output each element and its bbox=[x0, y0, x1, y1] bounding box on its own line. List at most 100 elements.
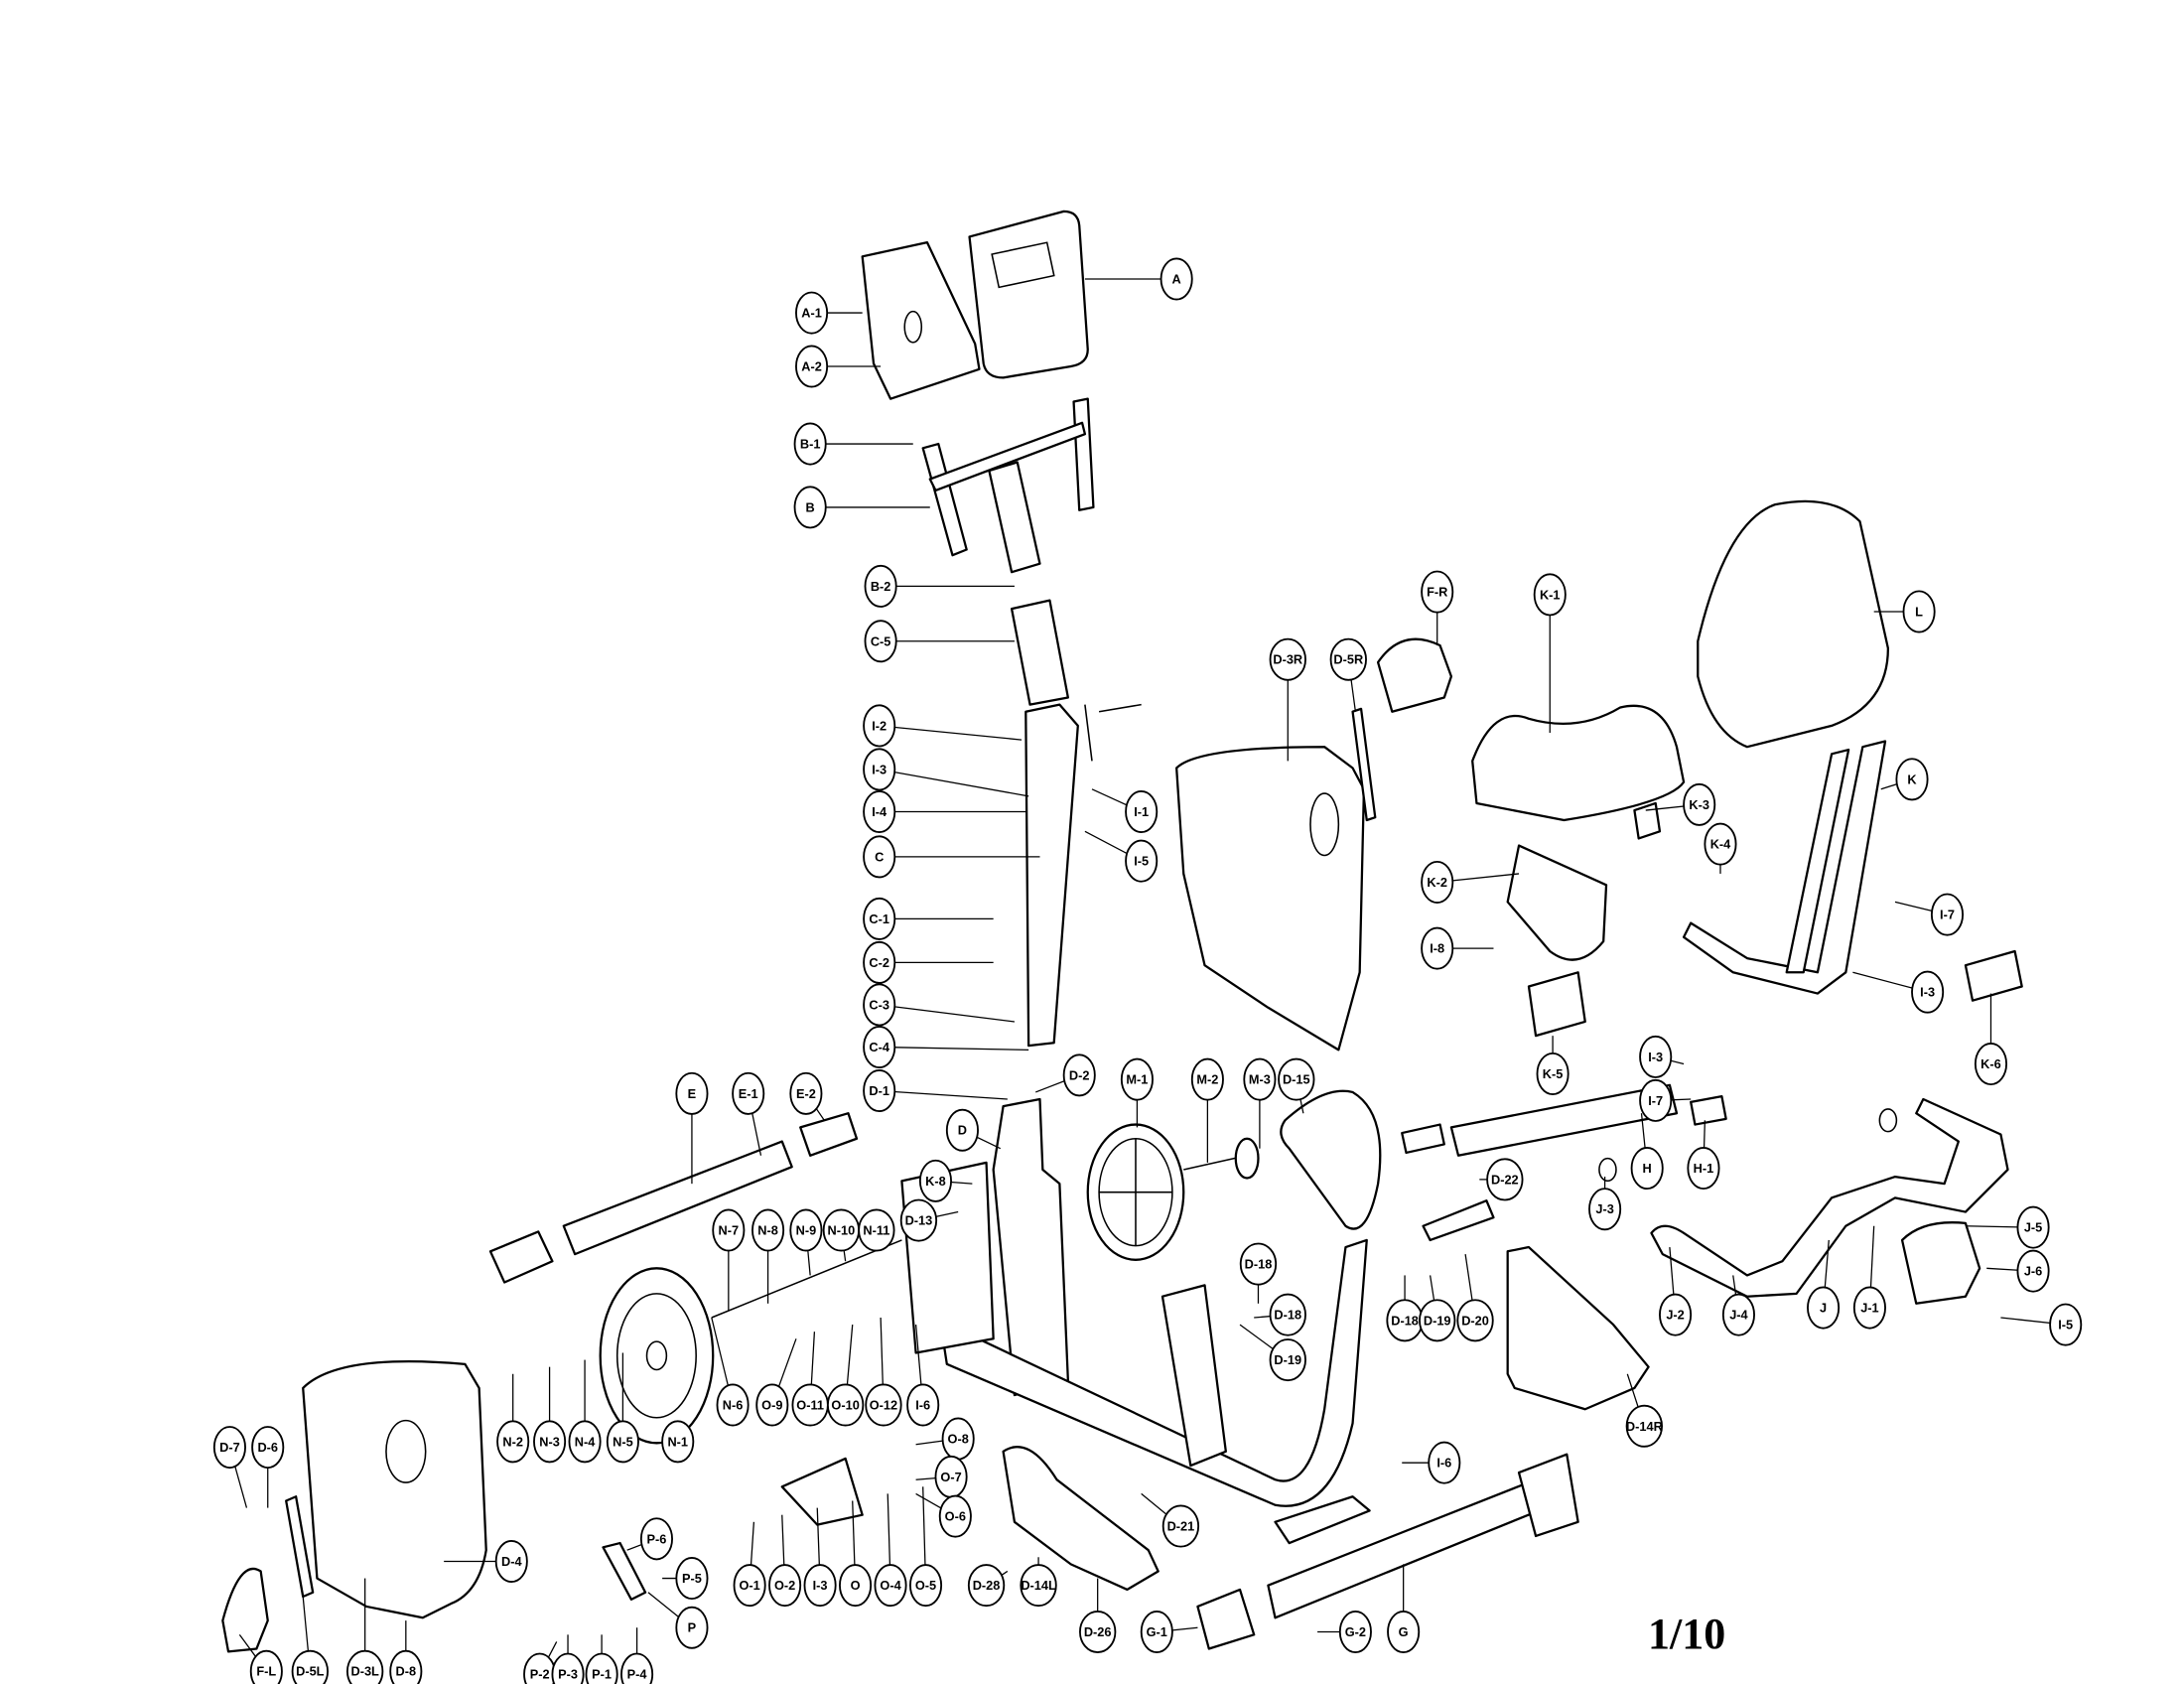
callout-label: C-5 bbox=[871, 633, 891, 648]
callout-d-20: D-20 bbox=[1456, 1299, 1494, 1342]
callout-p: P bbox=[675, 1606, 709, 1649]
callout-o-11: O-11 bbox=[791, 1383, 829, 1427]
callout-circle bbox=[1419, 1299, 1456, 1342]
callout-circle bbox=[751, 1208, 785, 1252]
callout-k-1: K-1 bbox=[1533, 573, 1567, 617]
callout-label: N-2 bbox=[502, 1434, 523, 1449]
callout-label: K-2 bbox=[1427, 875, 1447, 890]
callout-o-9: O-9 bbox=[755, 1383, 789, 1427]
callout-label: D-7 bbox=[219, 1440, 240, 1455]
callout-circle bbox=[1140, 1610, 1173, 1653]
callout-i-7: I-7 bbox=[1639, 1078, 1673, 1122]
callout-label: K-3 bbox=[1689, 797, 1709, 812]
callout-j-6: J-6 bbox=[2016, 1249, 2050, 1293]
callout-circle bbox=[1125, 839, 1159, 883]
callout-circle bbox=[908, 1564, 943, 1608]
callout-b-2: B-2 bbox=[864, 564, 897, 608]
callout-label: D-6 bbox=[257, 1440, 278, 1455]
callout-circle bbox=[620, 1652, 654, 1684]
callout-d-13: D-13 bbox=[899, 1198, 938, 1242]
front-stabilizer-part bbox=[562, 1140, 793, 1256]
callout-label: D-1 bbox=[869, 1083, 889, 1098]
callout-label: K-1 bbox=[1540, 587, 1561, 602]
callout-circle bbox=[1125, 789, 1159, 833]
callout-o-10: O-10 bbox=[826, 1383, 865, 1427]
callout-label: P-6 bbox=[647, 1531, 667, 1546]
callout-i-5: I-5 bbox=[2049, 1303, 2083, 1346]
callout-label: O-4 bbox=[880, 1578, 901, 1593]
callout-label: N-5 bbox=[613, 1434, 633, 1449]
callout-d-19: D-19 bbox=[1419, 1299, 1456, 1342]
callout-label: K bbox=[1907, 772, 1917, 786]
callout-circle bbox=[661, 1420, 695, 1464]
callout-label: D-5L bbox=[296, 1664, 325, 1679]
callout-n-9: N-9 bbox=[789, 1208, 823, 1252]
callout-label: I-6 bbox=[915, 1397, 930, 1412]
callout-c-2: C-2 bbox=[863, 940, 896, 984]
callout-o-8: O-8 bbox=[941, 1417, 975, 1461]
callout-circle bbox=[795, 345, 829, 388]
callout-label: F-L bbox=[256, 1664, 276, 1679]
callout-label: I-7 bbox=[1940, 908, 1955, 922]
callout-d-14l: D-14L bbox=[1020, 1564, 1057, 1608]
callout-circle bbox=[1536, 1052, 1570, 1095]
callout-label: N-1 bbox=[667, 1434, 688, 1449]
callout-label: D-3L bbox=[350, 1664, 379, 1679]
callout-label: P-1 bbox=[592, 1667, 612, 1682]
callout-k-4: K-4 bbox=[1704, 822, 1737, 866]
leader-line bbox=[879, 769, 1029, 797]
callout-circle bbox=[1630, 1147, 1664, 1191]
callout-circle bbox=[839, 1564, 873, 1608]
callout-circle bbox=[551, 1652, 585, 1684]
rear-cover-part bbox=[1002, 1446, 1160, 1592]
seat-rail-part bbox=[1449, 1083, 1679, 1157]
callout-j-5: J-5 bbox=[2016, 1205, 2050, 1249]
callout-label: J bbox=[1820, 1301, 1827, 1316]
callout-n-11: N-11 bbox=[858, 1208, 895, 1252]
callout-circle bbox=[918, 1159, 952, 1202]
callout-c: C bbox=[863, 835, 896, 879]
callout-circle bbox=[795, 291, 829, 335]
callout-circle bbox=[863, 897, 896, 940]
callout-label: J-3 bbox=[1595, 1201, 1613, 1216]
callout-a: A bbox=[1160, 257, 1193, 301]
callout-d-15: D-15 bbox=[1278, 1057, 1315, 1101]
callout-n-3: N-3 bbox=[533, 1420, 567, 1464]
callout-circle bbox=[768, 1564, 802, 1608]
callout-m-2: M-2 bbox=[1190, 1057, 1224, 1101]
callout-o-7: O-7 bbox=[934, 1455, 968, 1498]
callout-f-r: F-R bbox=[1421, 570, 1454, 614]
callout-label: M-2 bbox=[1196, 1072, 1218, 1087]
side-handle-part bbox=[1650, 1097, 2009, 1298]
callout-label: D-4 bbox=[501, 1554, 522, 1569]
callout-label: D-5R bbox=[1333, 652, 1363, 667]
callout-i-7: I-7 bbox=[1930, 893, 1965, 936]
callout-circle bbox=[291, 1649, 329, 1684]
callout-d-26: D-26 bbox=[1079, 1610, 1117, 1653]
callout-b: B bbox=[793, 486, 827, 529]
callout-label: E-1 bbox=[739, 1086, 758, 1101]
callout-label: B bbox=[806, 499, 815, 514]
stem-insert-part bbox=[1010, 599, 1070, 706]
callout-label: I-4 bbox=[872, 804, 887, 819]
callout-label: O-10 bbox=[831, 1397, 859, 1412]
callout-label: C-3 bbox=[869, 997, 889, 1012]
callout-circle bbox=[1456, 1299, 1494, 1342]
callout-circle bbox=[639, 1517, 673, 1561]
callout-circle bbox=[863, 748, 896, 791]
callout-label: N-3 bbox=[539, 1434, 560, 1449]
callout-label: L bbox=[1915, 604, 1923, 619]
callout-circle bbox=[1974, 1043, 2008, 1086]
callout-circle bbox=[865, 1383, 902, 1427]
callout-d-14r: D-14R bbox=[1625, 1404, 1664, 1448]
callout-circle bbox=[864, 564, 897, 608]
callout-e-1: E-1 bbox=[732, 1071, 765, 1115]
callout-m-3: M-3 bbox=[1243, 1057, 1277, 1101]
callout-label: A-1 bbox=[801, 306, 822, 321]
callout-label: B-2 bbox=[871, 579, 891, 594]
callout-circle bbox=[249, 1649, 283, 1684]
callout-d-5r: D-5R bbox=[1329, 637, 1367, 681]
callout-circle bbox=[863, 789, 896, 833]
callout-circle bbox=[1683, 782, 1716, 826]
